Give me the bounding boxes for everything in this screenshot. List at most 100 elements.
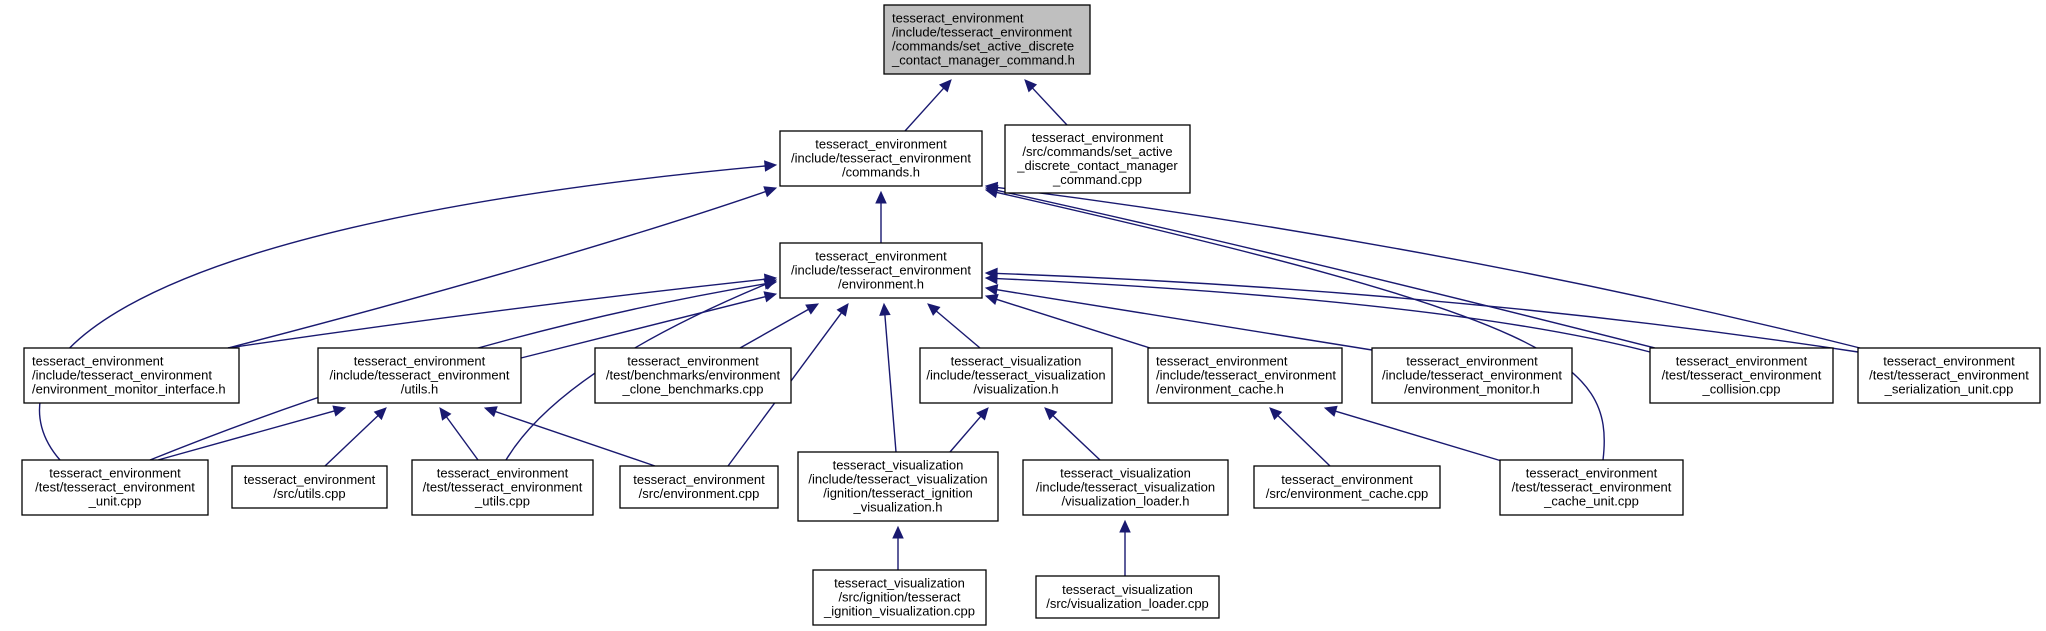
node-label-line: tesseract_environment — [892, 11, 1024, 26]
node-label-line: _ignition_visualization.cpp — [823, 604, 975, 619]
edge-test_utils_cpp-to-utils_h — [439, 407, 479, 461]
edge-line — [157, 410, 335, 461]
nodes-layer: tesseract_environment/include/tesseract_… — [21, 4, 2041, 626]
node-label-line: /commands/set_active_discrete — [892, 39, 1074, 54]
edge-collision_cpp-to-commands_h — [984, 184, 1656, 349]
edge-src_env_cpp-to-utils_h — [483, 406, 656, 467]
node-label-line: tesseract_visualization — [951, 354, 1082, 369]
node-label-line: tesseract_environment — [49, 466, 181, 481]
edge-ign_viz_h-to-viz_h — [949, 407, 989, 453]
edge-line — [935, 310, 981, 349]
node-box — [1035, 575, 1220, 619]
edge-utils_h-to-environment_h — [520, 291, 778, 359]
edge-line — [884, 314, 897, 453]
node-label-line: /commands.h — [842, 165, 920, 180]
node-label-line: /include/tesseract_environment — [892, 25, 1072, 40]
node-box — [231, 465, 388, 509]
node-set-active-cpp[interactable]: tesseract_environment/src/commands/set_a… — [1004, 124, 1191, 194]
node-commands-h[interactable]: tesseract_environment/include/tesseract_… — [779, 130, 983, 187]
node-test-utils-cpp[interactable]: tesseract_environment/test/tesseract_env… — [411, 459, 594, 516]
node-label-line: _contact_manager_command.h — [891, 53, 1075, 68]
node-viz-h[interactable]: tesseract_visualization/include/tesserac… — [919, 347, 1113, 404]
edge-environment_h-to-commands_h — [875, 190, 887, 243]
edges-layer — [38, 79, 1861, 576]
arrowhead-icon — [879, 302, 891, 316]
arrowhead-icon — [892, 525, 904, 539]
arrowhead-icon — [439, 407, 452, 421]
arrowhead-icon — [805, 303, 820, 315]
arrowhead-icon — [984, 293, 999, 305]
arrowhead-icon — [373, 407, 387, 421]
node-label-line: /test/tesseract_environment — [1869, 368, 2029, 383]
edge-line — [324, 415, 379, 467]
node-cache-unit-cpp[interactable]: tesseract_environment/test/tesseract_env… — [1499, 459, 1684, 516]
node-viz-loader-h[interactable]: tesseract_visualization/include/tesserac… — [1022, 459, 1229, 516]
node-label-line: /test/tesseract_environment — [35, 480, 195, 495]
arrowhead-icon — [984, 284, 999, 296]
node-env-monitor-h[interactable]: tesseract_environment/include/tesseract_… — [1371, 347, 1573, 404]
node-collision-cpp[interactable]: tesseract_environment/test/tesseract_env… — [1649, 347, 1834, 404]
node-label-line: tesseract_visualization — [834, 576, 965, 591]
node-label-line: tesseract_environment — [1032, 130, 1164, 145]
node-ign-viz-h[interactable]: tesseract_visualization/include/tesserac… — [797, 451, 999, 522]
edge-monitor_interface_h-to-commands_h — [227, 186, 778, 349]
node-label-line: /src/environment.cpp — [639, 486, 760, 501]
node-box — [1499, 459, 1684, 516]
node-label-line: /environment.h — [838, 277, 924, 292]
edge-line — [227, 278, 766, 349]
edge-line — [227, 190, 766, 349]
edge-serialization_cpp-to-environment_h — [984, 267, 1859, 353]
edge-line — [996, 289, 1373, 351]
node-label-line: /include/tesseract_visualization — [1036, 480, 1215, 495]
node-utils-h[interactable]: tesseract_environment/include/tesseract_… — [317, 347, 522, 404]
arrowhead-icon — [763, 291, 778, 303]
edge-line — [949, 415, 982, 453]
node-bench-cpp[interactable]: tesseract_environment/test/benchmarks/en… — [594, 347, 792, 404]
node-label-line: /src/utils.cpp — [273, 486, 345, 501]
node-label-line: /include/tesseract_environment — [1382, 368, 1562, 383]
node-box — [919, 347, 1113, 404]
node-label-line: _visualization.h — [853, 500, 943, 515]
node-label-line: /environment_cache.h — [1156, 382, 1284, 397]
node-unit-cpp[interactable]: tesseract_environment/test/tesseract_env… — [21, 459, 209, 516]
arrowhead-icon — [1269, 407, 1283, 421]
node-label-line: /src/environment_cache.cpp — [1266, 486, 1429, 501]
node-ign-viz-cpp[interactable]: tesseract_visualization/src/ignition/tes… — [812, 569, 987, 626]
node-label-line: tesseract_environment — [1883, 354, 2015, 369]
node-label-line: tesseract_environment — [1156, 354, 1288, 369]
arrowhead-icon — [875, 190, 887, 204]
edge-set_active_cpp-to-root — [1024, 79, 1068, 126]
node-label-line: tesseract_environment — [244, 472, 376, 487]
node-label-line: _clone_benchmarks.cpp — [622, 382, 764, 397]
edge-line — [1052, 415, 1101, 461]
node-root: tesseract_environment/include/tesseract_… — [883, 4, 1091, 75]
node-box — [797, 451, 999, 522]
node-label-line: _command.cpp — [1052, 172, 1142, 187]
edge-env_cache_h-to-environment_h — [984, 293, 1151, 349]
edge-line — [904, 87, 945, 132]
edge-ign_viz_h-to-environment_h — [879, 302, 897, 453]
node-monitor-interface-h[interactable]: tesseract_environment/include/tesseract_… — [23, 347, 240, 404]
node-src-env-cpp[interactable]: tesseract_environment/src/environment.cp… — [619, 465, 779, 509]
edge-src_env_cache_cpp-to-env_cache_h — [1269, 407, 1331, 467]
node-box — [411, 459, 594, 516]
node-label-line: /include/tesseract_environment — [791, 151, 971, 166]
edge-line — [996, 298, 1151, 349]
arrowhead-icon — [976, 407, 989, 421]
node-label-line: /include/tesseract_environment — [330, 368, 510, 383]
node-environment-h[interactable]: tesseract_environment/include/tesseract_… — [779, 242, 983, 299]
node-env-cache-h[interactable]: tesseract_environment/include/tesseract_… — [1147, 347, 1343, 404]
node-serialization-cpp[interactable]: tesseract_environment/test/tesseract_env… — [1857, 347, 2041, 404]
arrowhead-icon — [1119, 519, 1131, 533]
node-label-line: /ignition/tesseract_ignition — [823, 486, 973, 501]
node-viz-loader-cpp[interactable]: tesseract_visualization/src/visualizatio… — [1035, 575, 1220, 619]
node-label-line: /src/ignition/tesseract — [838, 590, 960, 605]
edge-src_utils_cpp-to-utils_h — [324, 407, 387, 467]
edge-bench_cpp-to-environment_h — [739, 303, 820, 349]
arrowhead-icon — [836, 303, 849, 317]
node-src-utils-cpp[interactable]: tesseract_environment/src/utils.cpp — [231, 465, 388, 509]
node-label-line: tesseract_environment — [633, 472, 765, 487]
node-box — [883, 4, 1091, 75]
node-src-env-cache-cpp[interactable]: tesseract_environment/src/environment_ca… — [1253, 465, 1441, 509]
